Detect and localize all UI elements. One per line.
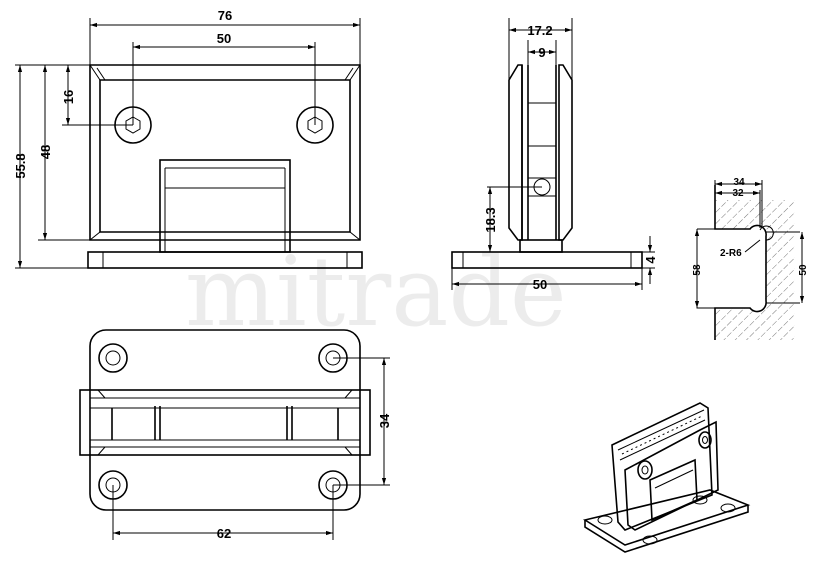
dim-total-height: 55.8 [13, 153, 28, 178]
wall-detail: 34 32 2-R6 58 50 [692, 177, 809, 340]
dim-hole-height: 16 [61, 90, 76, 104]
isometric-view [582, 402, 751, 553]
dim-hole-offset: 18.3 [483, 207, 498, 232]
dim-plate-thickness: 4 [643, 256, 658, 264]
watermark: mitrade [185, 236, 567, 348]
bottom-view: 34 62 [79, 329, 392, 541]
radius-note: 2-R6 [720, 248, 742, 259]
dim-outer-width: 34 [733, 177, 745, 188]
dim-glass-gap: 9 [538, 45, 545, 60]
dim-inner-width: 32 [732, 188, 744, 199]
dim-plate-width: 50 [533, 277, 547, 292]
dim-cutout-height: 50 [798, 264, 809, 276]
dim-glass-height: 58 [692, 264, 703, 276]
dim-body-height: 48 [38, 145, 53, 159]
front-view: 76 50 16 48 55.8 [13, 8, 363, 269]
dim-hole-spacing: 50 [217, 31, 231, 46]
mount-hole-tl [98, 343, 128, 373]
dim-vertical-hole-spacing: 34 [377, 413, 392, 428]
dim-width: 76 [218, 8, 232, 23]
side-view: 17.2 9 18.3 50 4 [451, 18, 658, 292]
dim-horizontal-hole-spacing: 62 [217, 526, 231, 541]
dim-depth: 17.2 [527, 23, 552, 38]
